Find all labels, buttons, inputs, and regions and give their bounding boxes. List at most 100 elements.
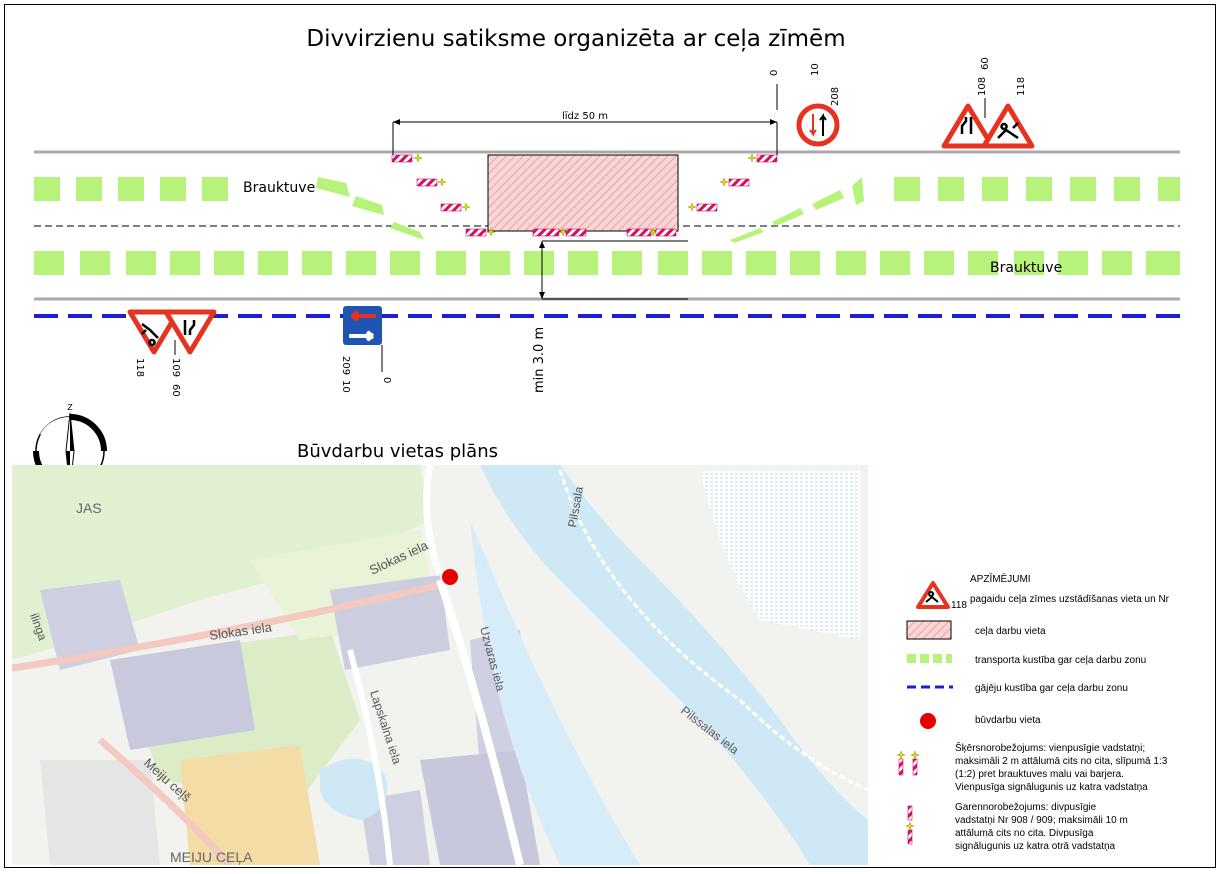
- sign-118-top-group: 118: [981, 77, 1035, 149]
- arrow-down-icon: [809, 114, 817, 137]
- sign-209-number: 209: [340, 356, 351, 375]
- district-label-bottom: MEIJU CEĻA: [170, 849, 253, 865]
- swatch-dash: [907, 654, 916, 663]
- lane-dash: [880, 251, 910, 275]
- barrier: [655, 228, 677, 237]
- lane-dash: [480, 251, 510, 275]
- priority-sign-icon: [343, 306, 382, 345]
- traffic-lane-lower: [34, 251, 1180, 275]
- road-section: Brauktuve Brauktuve: [34, 57, 1180, 397]
- sign-pole-distance: 0: [769, 70, 780, 76]
- lane-dash: [1114, 177, 1140, 201]
- lane-dash: [202, 177, 228, 201]
- compass-north-label: Z: [67, 403, 73, 412]
- barrier-post: [907, 805, 913, 821]
- site-plan-title: Būvdarbu vietas plāns: [297, 441, 498, 462]
- map-road-meiju: [97, 737, 233, 865]
- legend-cross-barrier-line: Šķērsnorobežojums: vienpusīgie vadstatņi…: [955, 741, 1145, 754]
- dimension-arrow: [393, 119, 400, 125]
- barrier: [440, 203, 462, 212]
- sign-108-group: 108 60: [941, 57, 995, 149]
- worker-icon: [997, 122, 1019, 140]
- map-road-pilssala: [558, 469, 868, 792]
- page-title: Divvirzienu satiksme organizēta ar ceļa …: [306, 26, 845, 52]
- lane-dash: [968, 251, 998, 275]
- legend-site-marker: [920, 713, 936, 729]
- legend-item-label: pagaidu ceļa zīmes uzstādīšanas vieta un…: [970, 594, 1170, 605]
- swatch-dash: [920, 654, 929, 663]
- arrow-right-white-icon: [349, 330, 375, 342]
- legend-work-zone-swatch: [906, 620, 952, 640]
- lane-dash: [1102, 251, 1132, 275]
- district-label-top: JAS: [76, 500, 102, 516]
- map-road: [423, 465, 444, 577]
- barrier: [416, 178, 438, 187]
- legend-cross-barrier-icon: [896, 750, 920, 776]
- lane-dash: [1146, 251, 1180, 275]
- map-block: [40, 760, 160, 865]
- sign-208-number: 208: [830, 87, 841, 106]
- sign-109-group: 109 60: [163, 309, 217, 397]
- legend-sign-number: 118: [951, 600, 967, 611]
- barrier: [565, 228, 587, 237]
- lane-dash: [436, 251, 466, 275]
- sign-209-distance: 10: [340, 380, 351, 393]
- lane-taper-dash: [852, 177, 864, 205]
- lane-dash: [938, 177, 964, 201]
- map-building: [330, 575, 450, 670]
- cross-barriers-left: [391, 153, 496, 237]
- map-road-slokas: [12, 581, 441, 672]
- legend-heading: APZĪMĒJUMI: [970, 573, 1031, 585]
- lane-dash: [746, 251, 776, 275]
- legend-item-label: būvdarbu vieta: [975, 715, 1041, 726]
- barrier: [756, 154, 778, 163]
- compass-arc: [69, 414, 107, 452]
- lane-dash: [1058, 251, 1088, 275]
- worker-icon: [141, 323, 159, 347]
- min-width-dimension: min 3.0 m: [532, 240, 688, 393]
- lane-taper-dash: [812, 190, 844, 210]
- lane-dash: [658, 251, 688, 275]
- barrier: [465, 228, 487, 237]
- lane-dash: [924, 251, 954, 275]
- lane-dash: [126, 251, 156, 275]
- barrier-post: [898, 758, 904, 776]
- lane-dash: [702, 251, 732, 275]
- roadworks-sign-icon: [127, 309, 181, 355]
- lane-dash: [34, 251, 64, 275]
- map-river: [480, 465, 868, 865]
- sign-118-number: 118: [1016, 77, 1027, 96]
- barrier-post: [912, 758, 918, 776]
- traffic-lane-upper: [34, 177, 1180, 243]
- road-work-zone: [487, 154, 679, 232]
- arrow-left-red-icon: [350, 310, 376, 322]
- lane-dash: [1026, 177, 1052, 201]
- barrier: [626, 228, 652, 237]
- drawing-frame: [4, 4, 1216, 868]
- cross-barriers-right: [687, 153, 778, 212]
- construction-site-marker: [442, 569, 458, 585]
- lane-dash: [160, 177, 186, 201]
- lane-dash: [118, 177, 144, 201]
- lane-dash: [346, 251, 376, 275]
- barrier-post: [907, 829, 913, 845]
- sign-118-bottom-group: 118: [127, 309, 181, 377]
- sign-pole-distance: 0: [381, 377, 392, 383]
- sign-208-group: 0 10 208: [769, 63, 841, 147]
- sign-208-icon: [796, 103, 840, 147]
- map-pond: [320, 758, 388, 820]
- map-wetland: [700, 470, 860, 640]
- lane-dash: [80, 251, 110, 275]
- lane-dash: [524, 251, 554, 275]
- lane-narrowing-sign-icon: [941, 103, 995, 149]
- legend-cross-barrier-line: maksimāli 2 m attālumā cits no cita, slī…: [955, 756, 1168, 767]
- swatch-dash: [946, 654, 952, 663]
- compass-quadrant: [40, 416, 70, 451]
- sign-208-distance: 10: [810, 63, 821, 76]
- lane-dash: [1158, 177, 1180, 201]
- legend-traffic-swatch: [907, 654, 952, 663]
- legend-cross-barrier-line: (1:2) pret brauktuves malu vai barjera.: [955, 769, 1124, 780]
- lane-dash: [170, 251, 200, 275]
- sign-108-number: 108: [977, 77, 988, 96]
